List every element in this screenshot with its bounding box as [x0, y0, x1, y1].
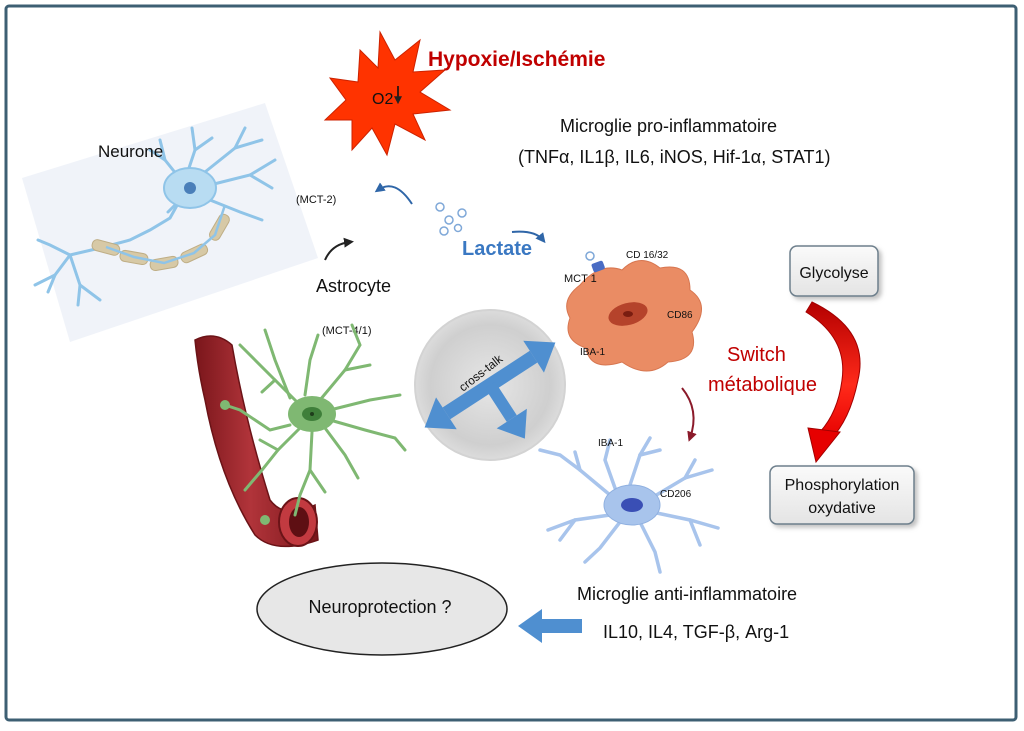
lactate-bubbles — [435, 202, 595, 261]
pro-inflammatory-microglia-cell — [566, 260, 702, 372]
lactate-label: Lactate — [462, 238, 532, 260]
anti-marker-cd206: CD206 — [660, 489, 692, 500]
astrocyte-illustration — [220, 323, 407, 525]
anti-marker-iba1: IBA-1 — [598, 438, 623, 449]
oxygen-label: O2 — [372, 91, 393, 108]
pro-marker-cd16-32: CD 16/32 — [626, 250, 669, 261]
neuron-illustration — [33, 126, 277, 307]
blood-vessel — [194, 335, 319, 548]
polarization-arrow — [681, 387, 697, 442]
glycolysis-box — [789, 245, 879, 297]
astrocyte-label: Astrocyte — [316, 276, 391, 296]
neuron-panel — [22, 103, 318, 342]
oxphos-box — [769, 465, 915, 525]
neuron-transporter: (MCT-2) — [296, 194, 336, 206]
oxphos-label-line1: Phosphorylation — [785, 477, 900, 494]
astrocyte-arrow — [324, 237, 354, 261]
glycolysis-label: Glycolyse — [799, 265, 868, 282]
hypoxia-starburst-icon — [323, 30, 452, 157]
pro-inflammatory-markers: (TNFα, IL1β, IL6, iNOS, Hif-1α, STAT1) — [518, 147, 831, 167]
metabolic-switch-arrow — [805, 301, 861, 464]
neuroprotection-arrow — [518, 609, 582, 643]
hypoxia-title: Hypoxie/Ischémie — [428, 48, 605, 71]
neuroprotection-label: Neuroprotection ? — [308, 597, 451, 617]
switch-label-line1: Switch — [727, 344, 786, 366]
lactate-to-neuron-arrow — [374, 182, 413, 205]
oxphos-label-line2: oxydative — [808, 500, 876, 517]
anti-inflammatory-markers: IL10, IL4, TGF-β, Arg-1 — [603, 622, 789, 642]
pro-marker-iba1: IBA-1 — [580, 347, 605, 358]
pro-marker-cd86: CD86 — [667, 310, 693, 321]
neuroprotection-ellipse — [256, 562, 508, 656]
neuron-label: Neurone — [98, 142, 163, 161]
pro-inflammatory-title: Microglie pro-inflammatoire — [560, 116, 777, 136]
crosstalk-hub — [414, 309, 566, 461]
astrocyte-transporter: (MCT-4/1) — [322, 325, 372, 337]
lactate-to-microglia-arrow — [511, 230, 546, 244]
anti-inflammatory-microglia-cell — [538, 436, 720, 574]
switch-label-line2: métabolique — [708, 374, 817, 396]
anti-inflammatory-title: Microglie anti-inflammatoire — [577, 584, 797, 604]
pro-marker-mct1: MCT 1 — [564, 273, 597, 285]
